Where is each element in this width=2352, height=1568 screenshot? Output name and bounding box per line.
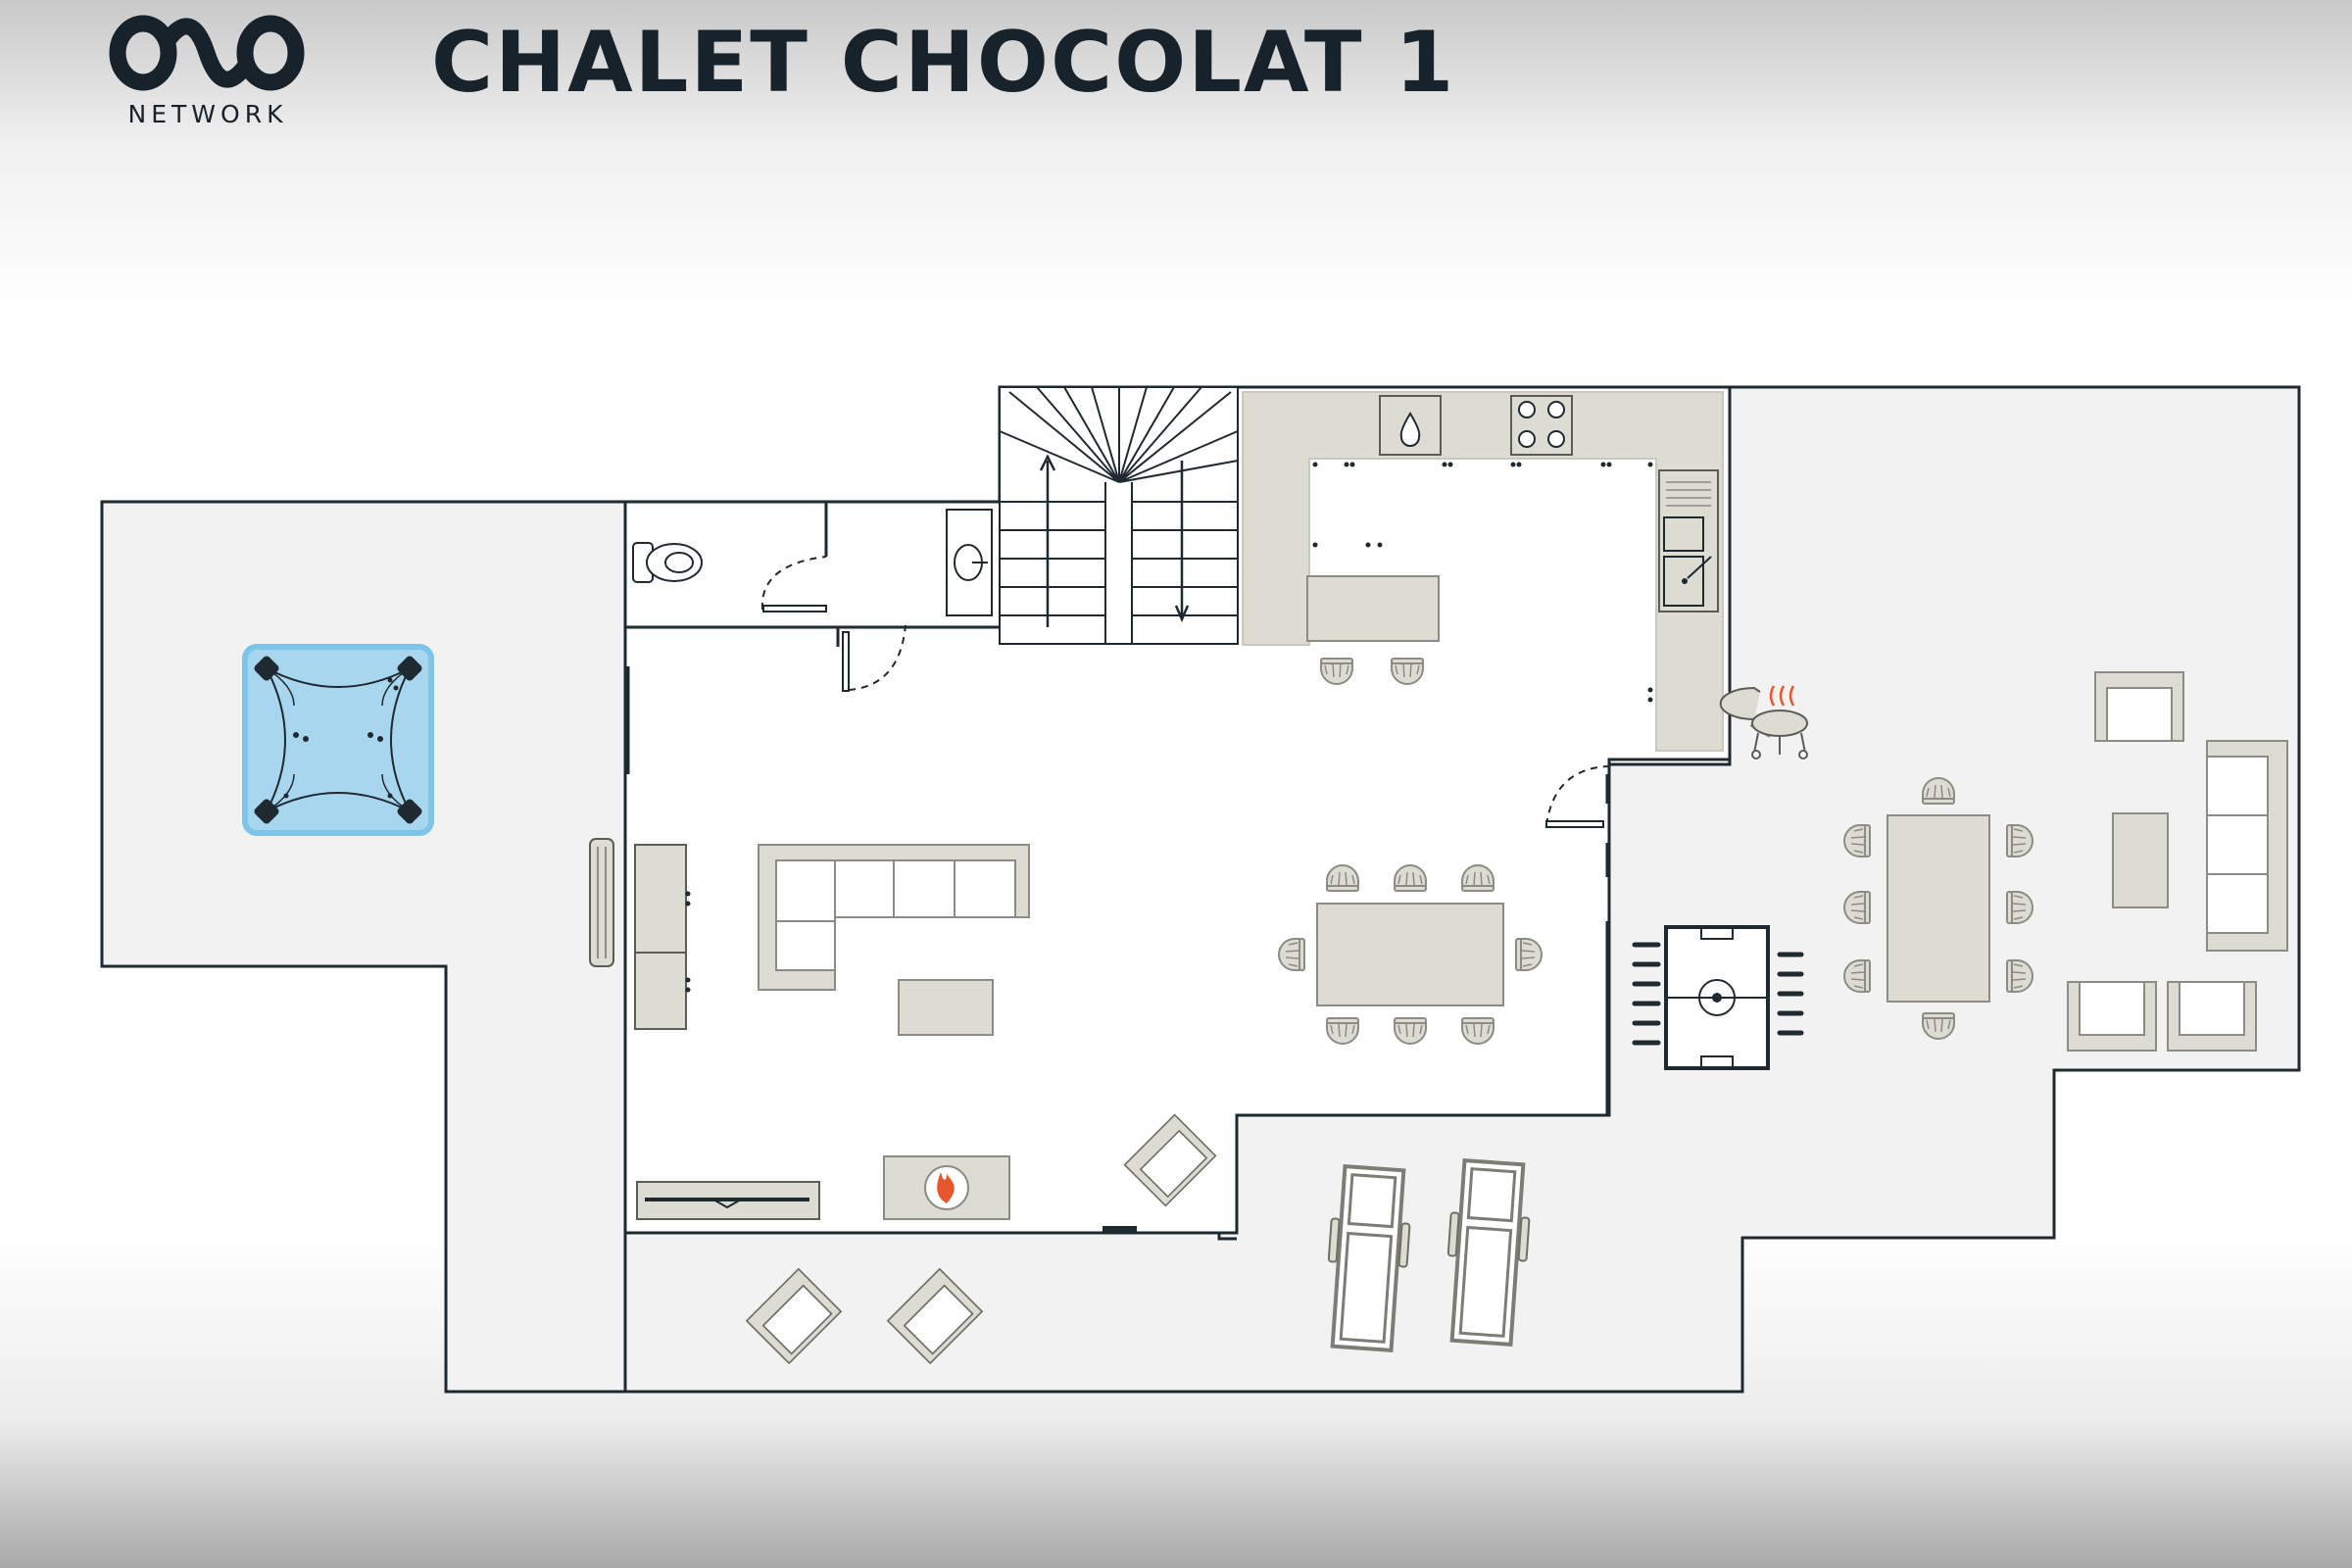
ovo-logo-icon	[109, 15, 305, 91]
kitchen-counter	[1242, 391, 1724, 752]
page-title: CHALET CHOCOLAT 1	[431, 14, 1456, 112]
toilet-icon	[632, 542, 703, 583]
outdoor-dining-table	[1886, 814, 1990, 1003]
washbasin-icon	[946, 509, 993, 616]
brand-name: NETWORK	[127, 100, 288, 128]
sofa-icon	[758, 844, 1030, 991]
double-sink-icon	[1658, 469, 1719, 612]
hot-tub-icon	[242, 644, 434, 836]
tv-cabinet	[634, 844, 691, 1030]
brand-logo: NETWORK	[100, 12, 316, 128]
fireplace-icon	[883, 1155, 1010, 1220]
staircase-icon	[999, 386, 1239, 645]
media-console	[636, 1181, 820, 1220]
dining-table-icon	[1316, 903, 1504, 1006]
tv-icon	[589, 838, 614, 967]
coffee-table	[898, 979, 994, 1036]
barbecue-icon	[1719, 685, 1808, 760]
foosball-table-icon	[1632, 925, 1804, 1070]
hob-icon	[1510, 395, 1573, 456]
outdoor-lounge	[2067, 671, 2288, 1052]
